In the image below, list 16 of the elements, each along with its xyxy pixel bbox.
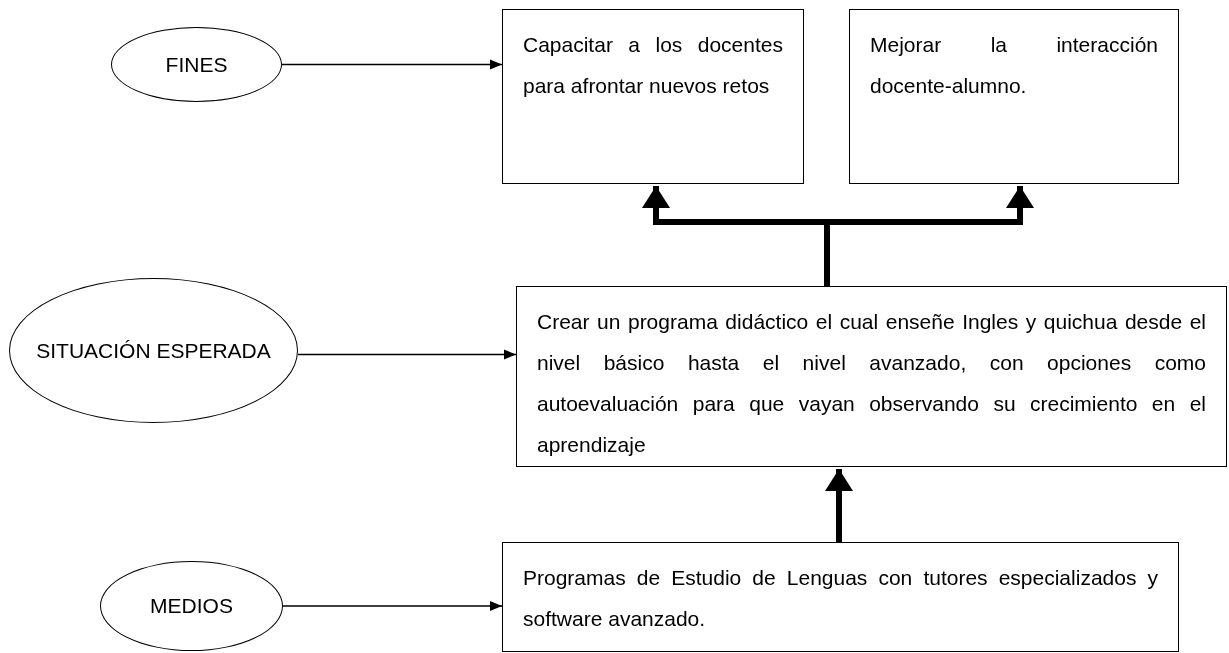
text-box <box>849 9 1179 184</box>
box-text: Capacitar a los docentes para afrontar nuevos retos <box>523 32 783 99</box>
node-label: MEDIOS <box>149 593 234 619</box>
arrow <box>297 349 517 360</box>
text-box <box>502 542 1179 652</box>
arrow <box>824 186 1034 286</box>
node-label: SITUACIÓN ESPERADA <box>35 337 272 364</box>
box-text: Crear un programa didáctico el cual enseñe Ingles y quichua desde el nivel básico hasta el nivel avanzado, con opciones como autoevaluación para que vayan observando su crecimiento en el aprendizaje <box>537 309 1206 458</box>
box-text: Programas de Estudio de Lenguas con tutores especializados y software avanzado. <box>523 565 1158 632</box>
box-text: Mejorar la interacción docente-alumno. <box>870 32 1158 99</box>
arrow <box>282 601 503 611</box>
text-box <box>516 286 1227 467</box>
arrow <box>281 59 503 70</box>
text-box <box>502 9 804 184</box>
arrow <box>825 469 853 542</box>
node-label: FINES <box>164 51 229 78</box>
